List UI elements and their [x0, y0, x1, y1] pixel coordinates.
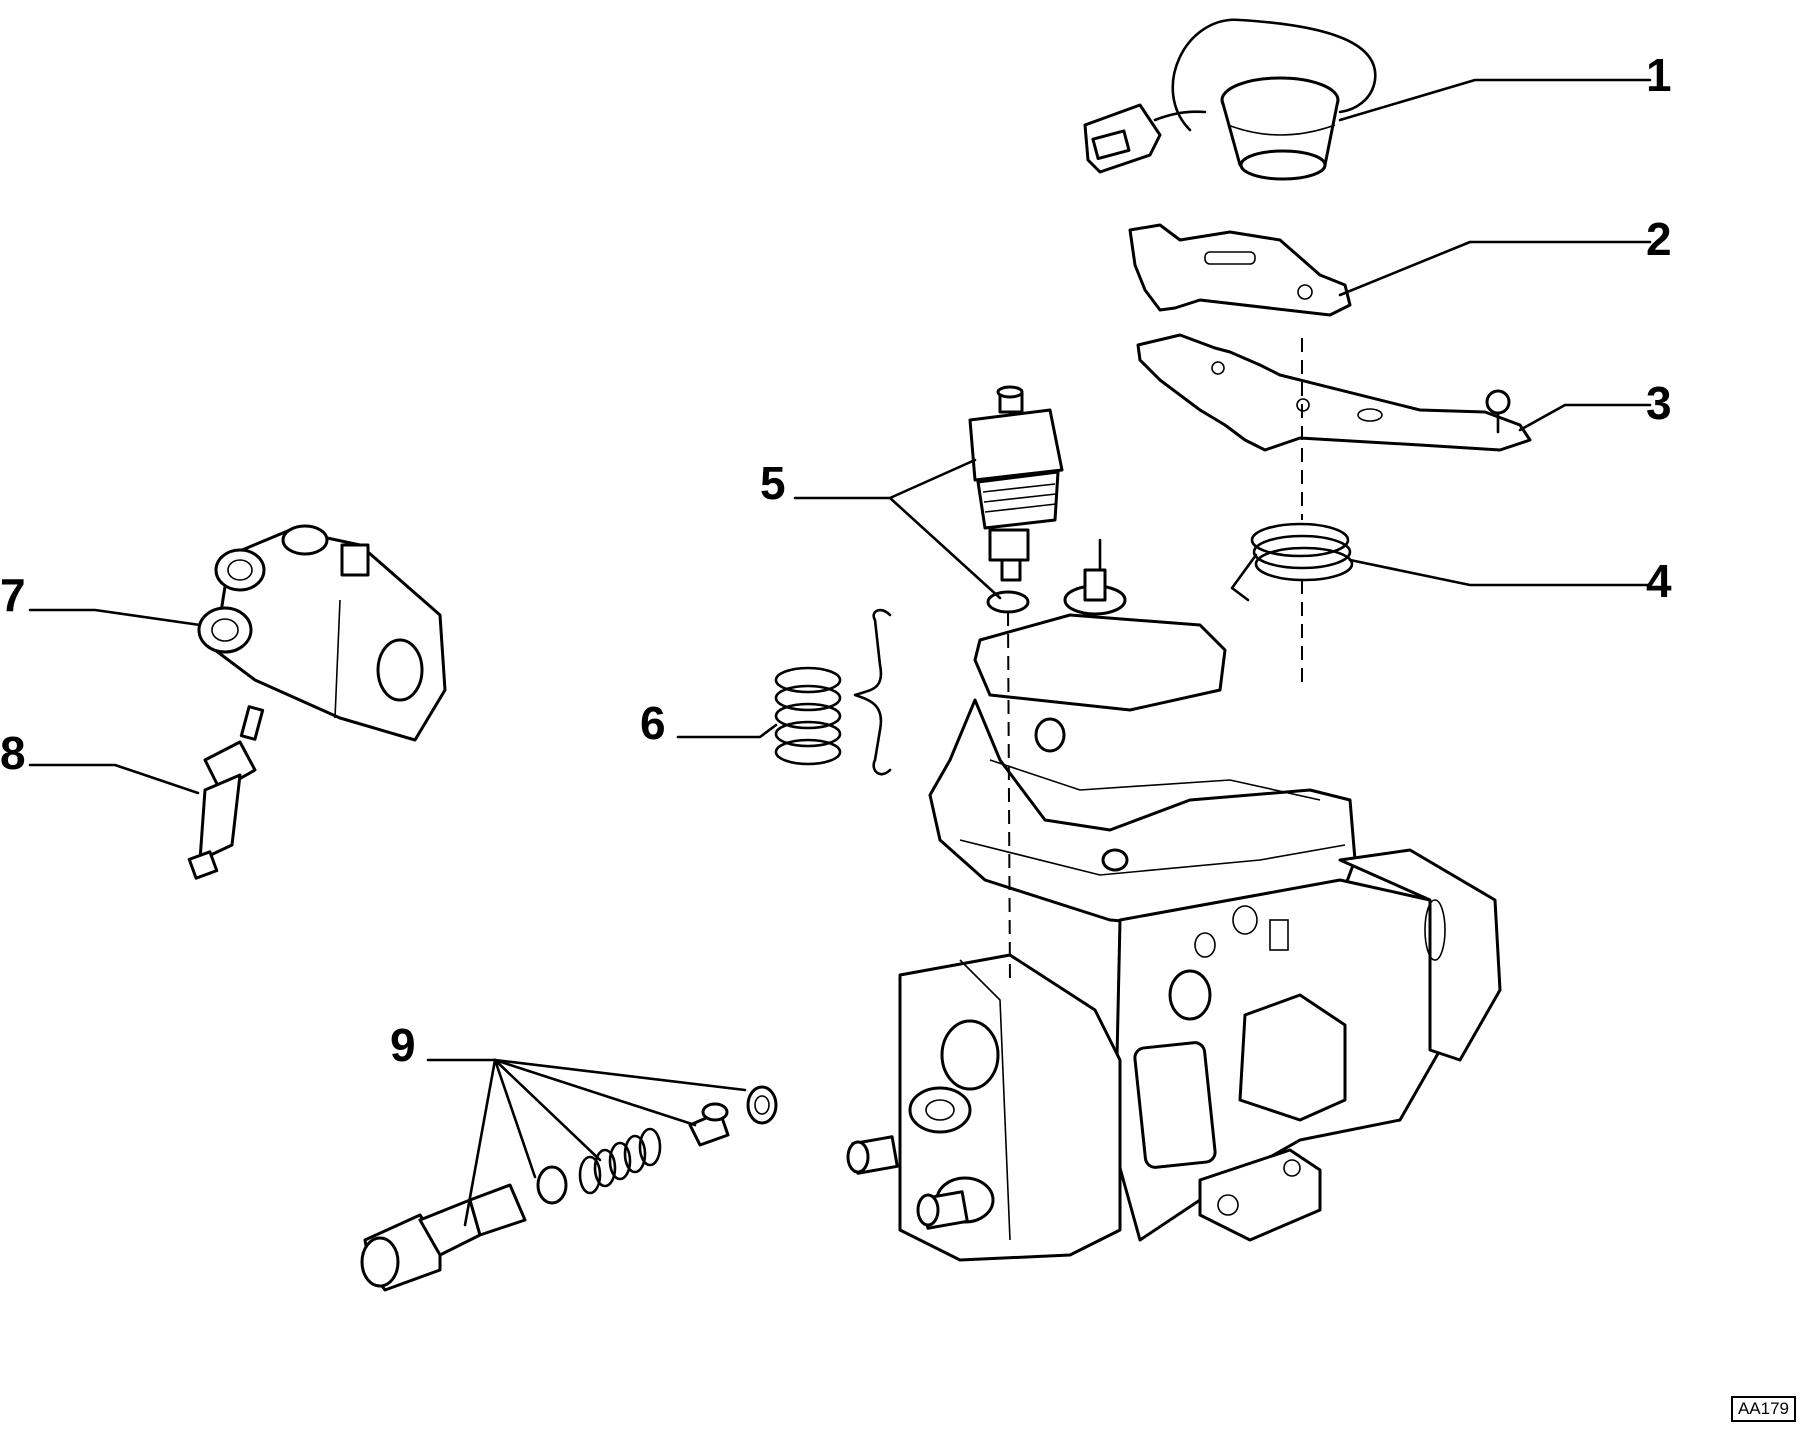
callout-7: 7 — [0, 569, 26, 621]
group-bracket — [853, 608, 892, 776]
part-5-stop-solenoid — [968, 385, 1064, 614]
part-8-sensor-pin — [187, 705, 265, 880]
injection-pump-body — [846, 538, 1502, 1262]
callout-3: 3 — [1646, 377, 1672, 429]
callout-4: 4 — [1646, 555, 1672, 607]
callout-5: 5 — [760, 457, 786, 509]
callout-9: 9 — [390, 1019, 416, 1071]
part-2-cover-plate — [1128, 223, 1352, 317]
callout-1: 1 — [1646, 49, 1672, 101]
part-7-valve-block — [197, 524, 447, 742]
assembly-axes — [1007, 338, 1303, 986]
part-4-torsion-spring — [1230, 522, 1354, 602]
callout-6: 6 — [640, 697, 666, 749]
callout-8: 8 — [0, 727, 26, 779]
part-3-lever-plate — [1136, 333, 1532, 452]
part-1-sensor-cap — [1083, 18, 1377, 181]
part-9-valve-kit — [360, 1085, 778, 1292]
callout-2: 2 — [1646, 213, 1672, 265]
part-6-spring — [774, 666, 842, 766]
reference-code: AA179 — [1730, 1396, 1796, 1422]
leader-lines — [28, 78, 1652, 1227]
